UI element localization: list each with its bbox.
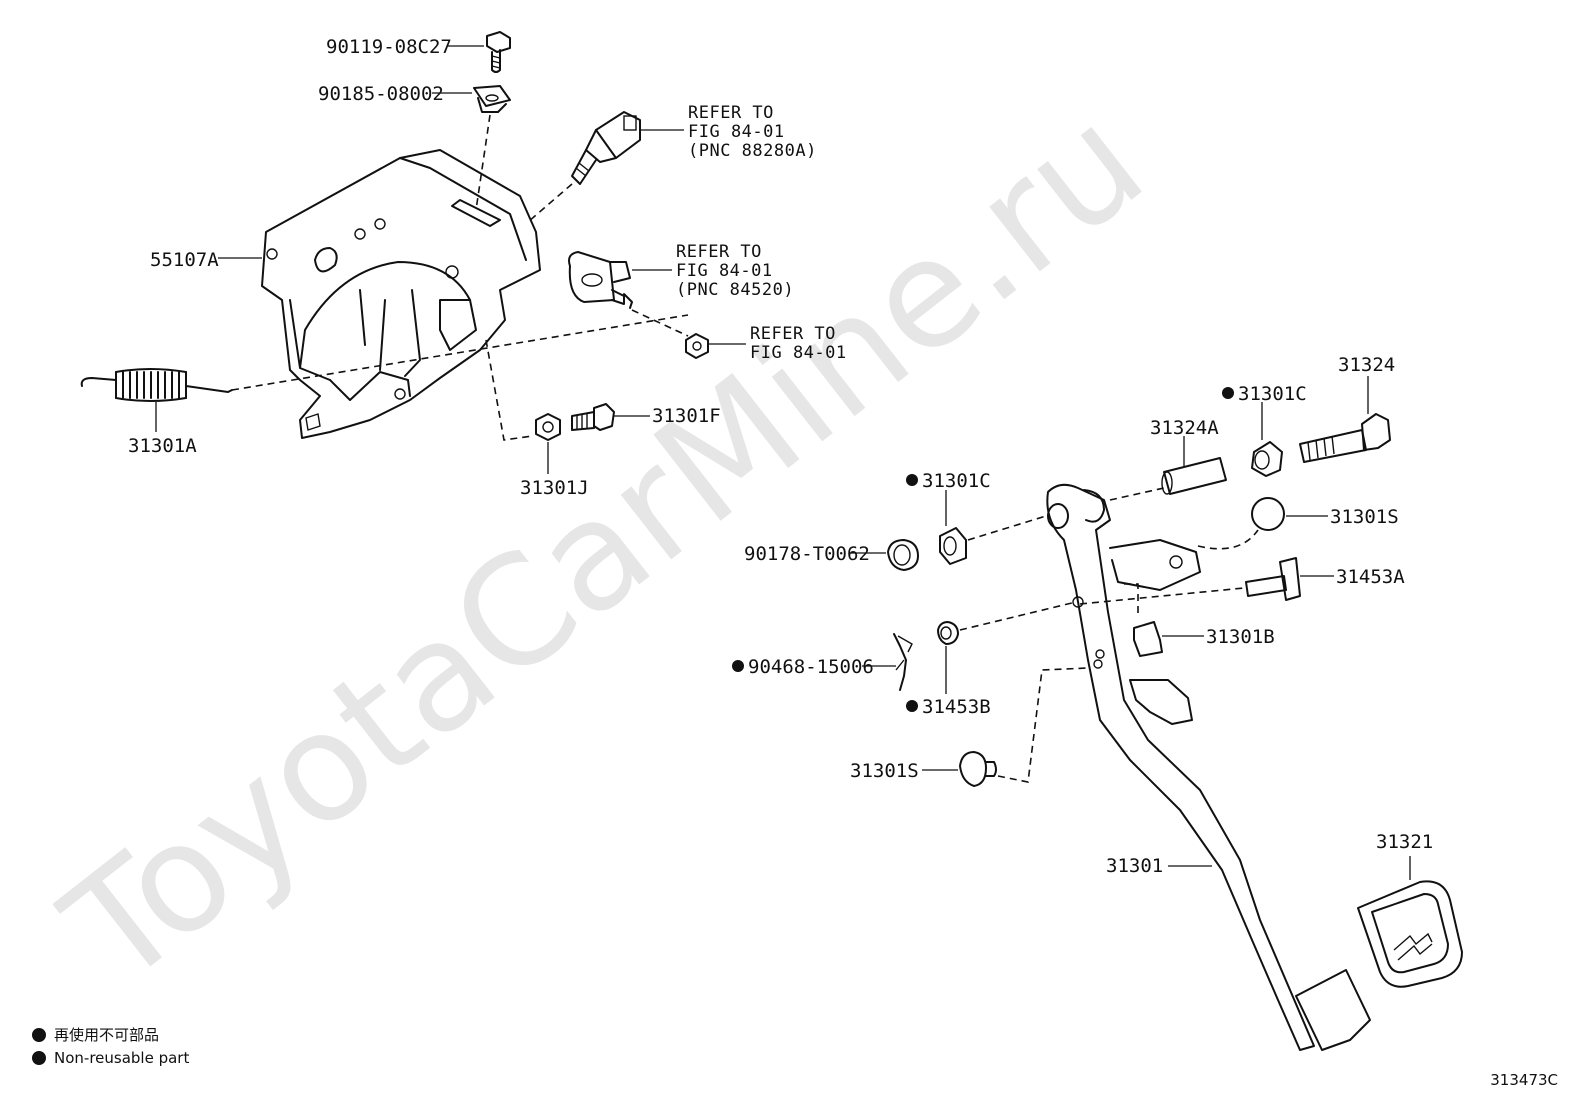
ref3-line1: REFER TO	[750, 324, 836, 344]
bolt-31301F-icon	[571, 403, 615, 431]
callout-31301J: 31301J	[520, 477, 589, 499]
return-spring-31301A-icon	[80, 368, 233, 402]
bushing-31301C-top-icon	[1251, 441, 1283, 477]
callout-31301: 31301	[1106, 855, 1163, 877]
clip-nut-90185-icon	[473, 85, 511, 113]
callout-31453A: 31453A	[1336, 566, 1405, 588]
brake-pedal-31301-icon	[1046, 483, 1371, 1051]
watermark: ToyotaCarMine.ru	[34, 74, 1175, 1018]
non-reusable-dot-icon	[32, 1028, 46, 1042]
clip-90468-icon	[893, 633, 913, 691]
bushing-90178-icon	[887, 539, 919, 571]
bolt-90119-icon	[486, 31, 511, 73]
stop-lamp-switch-icon	[571, 111, 641, 185]
callout-31301C-mid: 31301C	[922, 470, 991, 492]
ref2-line3: (PNC 84520)	[676, 280, 794, 300]
callout-90178-T0062: 90178-T0062	[744, 543, 870, 565]
ref2-line1: REFER TO	[676, 242, 762, 262]
legend-label-jp: 再使用不可部品	[54, 1026, 160, 1044]
stopper-31301S-right-icon	[1251, 497, 1285, 531]
callout-31301C-top: 31301C	[1238, 383, 1307, 405]
callout-90119-08C27: 90119-08C27	[326, 36, 452, 58]
bolt-31324-icon	[1299, 413, 1391, 463]
callout-31321: 31321	[1376, 831, 1433, 853]
ref2-line2: FIG 84-01	[676, 261, 773, 281]
callout-31301A: 31301A	[128, 435, 197, 457]
nut-ref-icon	[685, 333, 709, 359]
callout-90185-08002: 90185-08002	[318, 83, 444, 105]
callout-55107A: 55107A	[150, 249, 219, 271]
stopper-31301S-left-icon	[959, 751, 997, 787]
cushion-31301B-icon	[1133, 621, 1163, 657]
callout-90468-15006: 90468-15006	[748, 656, 874, 678]
pedal-sensor-icon	[568, 251, 633, 309]
nut-31301J-icon	[535, 413, 561, 441]
ref1-line3: (PNC 88280A)	[688, 141, 817, 161]
callout-31453B: 31453B	[922, 696, 991, 718]
legend-row-en: Non-reusable part	[32, 1049, 189, 1067]
pedal-pad-31321-icon	[1357, 880, 1463, 988]
bushing-31453B-icon	[937, 621, 959, 645]
collar-31324A-icon	[1161, 457, 1227, 495]
non-reusable-dot-icon	[32, 1051, 46, 1065]
non-reusable-dot-icon	[906, 474, 918, 486]
non-reusable-dot-icon	[1222, 387, 1234, 399]
bushing-31301C-mid-icon	[939, 527, 967, 565]
callout-31301B: 31301B	[1206, 626, 1275, 648]
callout-31324A: 31324A	[1150, 417, 1219, 439]
pedal-bracket-55107A-icon	[261, 149, 541, 439]
figure-id: 313473C	[1490, 1071, 1558, 1089]
callout-31301S-left: 31301S	[850, 760, 919, 782]
non-reusable-dot-icon	[732, 660, 744, 672]
ref1-line1: REFER TO	[688, 103, 774, 123]
ref1-line2: FIG 84-01	[688, 122, 785, 142]
legend-label-en: Non-reusable part	[54, 1049, 190, 1067]
callout-31301F: 31301F	[652, 405, 721, 427]
callout-31324: 31324	[1338, 354, 1395, 376]
non-reusable-dot-icon	[906, 700, 918, 712]
legend-row-jp: 再使用不可部品	[32, 1024, 159, 1045]
ref3-line2: FIG 84-01	[750, 343, 847, 363]
pin-31453A-icon	[1245, 557, 1301, 601]
callout-31301S-right: 31301S	[1330, 506, 1399, 528]
